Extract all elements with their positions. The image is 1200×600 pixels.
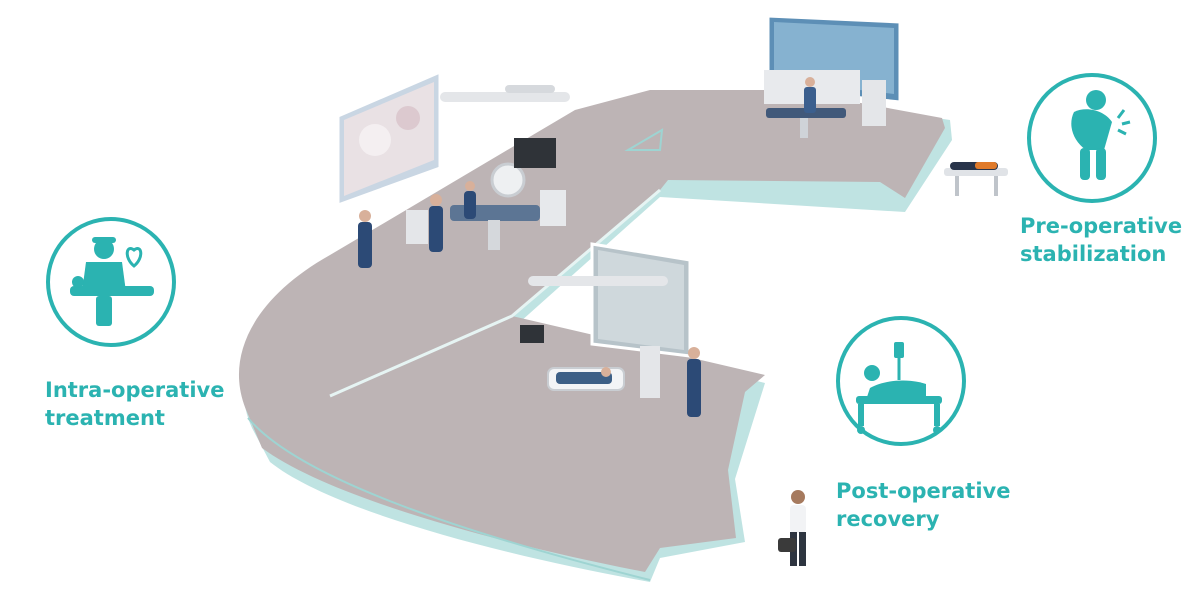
pre-operative-label-line2: stabilization [1020, 242, 1167, 266]
or-cart [540, 190, 566, 226]
post-operative-label: Post-operative recovery [836, 477, 1010, 533]
recovery-room-scene [520, 242, 701, 417]
intra-operative-label-line1: Intra-operative [45, 378, 225, 402]
recovery-boom-arm [528, 276, 668, 286]
stretcher-patient [944, 162, 1008, 196]
or-table [450, 205, 540, 221]
pre-operative-icon [1027, 73, 1157, 203]
floor-inner-edge [329, 188, 661, 398]
pre-op-staff [804, 77, 816, 113]
walking-patient [778, 490, 806, 566]
operating-room-scene [336, 69, 570, 268]
pre-op-bed [766, 108, 846, 118]
surgical-light [490, 162, 526, 198]
pre-operative-label-line1: Pre-operative [1020, 214, 1183, 238]
floor-notch [624, 128, 664, 151]
recovery-monitor [520, 325, 544, 343]
intra-operative-label: Intra-operative treatment [45, 376, 224, 432]
bag [778, 538, 796, 552]
floor-edge-shade [247, 417, 651, 581]
post-operative-label-line1: Post-operative [836, 479, 1011, 503]
surgeon-figure [358, 181, 476, 268]
pre-operative-label: Pre-operative stabilization [1020, 212, 1182, 268]
recovery-cart [640, 346, 660, 398]
anesthesia-machine [406, 210, 428, 244]
ceiling-boom-arm [440, 92, 570, 102]
post-operative-icon [836, 316, 966, 446]
pre-operative-room-scene [764, 14, 902, 138]
or-monitor [514, 138, 556, 168]
intra-operative-label-line2: treatment [45, 406, 165, 430]
intra-operative-icon [46, 217, 176, 347]
recovery-nurse [687, 347, 701, 417]
post-operative-label-line2: recovery [836, 507, 940, 531]
pre-op-equipment [862, 80, 886, 126]
